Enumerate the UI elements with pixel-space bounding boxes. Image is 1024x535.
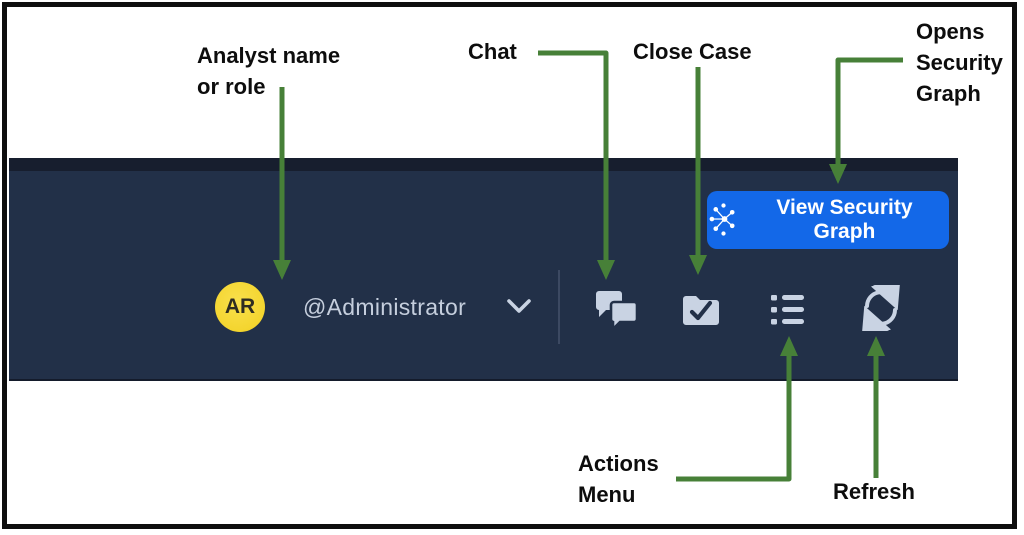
toolbar-divider <box>558 270 560 344</box>
close-case-button[interactable] <box>679 288 723 332</box>
analyst-username[interactable]: @Administrator <box>303 294 467 320</box>
refresh-icon <box>861 285 901 331</box>
annotation-actions-menu: Actions Menu <box>578 451 659 507</box>
refresh-button[interactable] <box>859 285 903 331</box>
case-toolbar: AR @Administrator <box>9 158 958 381</box>
annotation-close-case: Close Case <box>633 39 752 64</box>
view-security-graph-label: View Security Graph <box>776 196 913 243</box>
close-case-icon <box>683 296 719 325</box>
security-graph-icon <box>709 203 735 236</box>
annotation-opens-security-graph: Opens Security Graph <box>916 19 1003 106</box>
chevron-down-icon[interactable] <box>505 298 533 316</box>
annotation-refresh: Refresh <box>833 479 915 504</box>
avatar[interactable]: AR <box>215 282 265 332</box>
annotation-analyst-name: Analyst name or role <box>197 43 341 99</box>
chat-button[interactable] <box>590 285 642 333</box>
annotation-chat: Chat <box>468 39 517 64</box>
view-security-graph-button[interactable]: View Security Graph <box>707 191 949 249</box>
actions-menu-button[interactable] <box>769 291 806 328</box>
avatar-initials: AR <box>224 295 256 318</box>
actions-menu-icon <box>771 295 804 325</box>
chat-icon <box>596 291 639 333</box>
